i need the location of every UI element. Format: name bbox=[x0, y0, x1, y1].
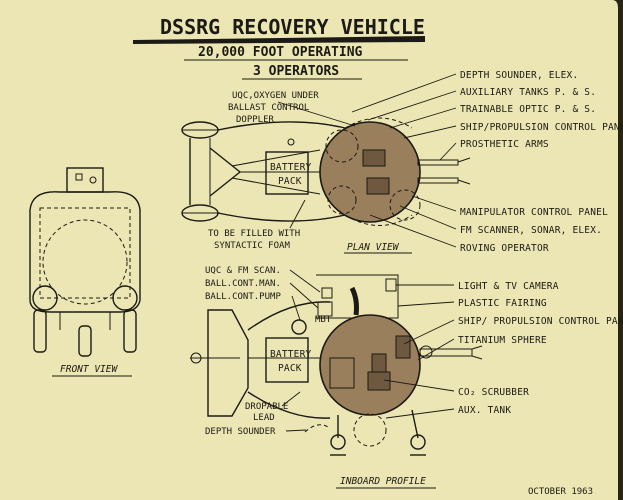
subtitle-operators: 3 OPERATORS bbox=[253, 64, 339, 79]
callout-light-tv-camera: LIGHT & TV CAMERA bbox=[458, 281, 559, 292]
plan-view-drawing bbox=[181, 117, 471, 226]
callout-fm-scanner: FM SCANNER, SONAR, ELEX. bbox=[460, 225, 602, 236]
plan-label-uqc: UQC,OXYGEN UNDER bbox=[232, 91, 319, 101]
front-view-drawing bbox=[29, 167, 141, 357]
plan-label-doppler: DOPPLER bbox=[236, 115, 275, 125]
callout-co2-scrubber: CO₂ SCRUBBER bbox=[458, 387, 529, 398]
callout-plastic-fairing: PLASTIC FAIRING bbox=[458, 298, 547, 309]
inboard-label-mbt: MBT bbox=[315, 315, 332, 325]
callout-roving-operator: ROVING OPERATOR bbox=[460, 243, 549, 254]
front-view-caption: FRONT VIEW bbox=[60, 364, 118, 375]
plan-fill-label-2: SYNTACTIC FOAM bbox=[214, 241, 290, 251]
callout-aux-tank: AUX. TANK bbox=[458, 405, 511, 416]
plan-fill-label-1: TO BE FILLED WITH bbox=[208, 229, 300, 239]
inboard-label-uqc-fm: UQC & FM SCAN. bbox=[205, 266, 281, 276]
callout-titanium-sphere: TITANIUM SPHERE bbox=[458, 335, 547, 346]
date-stamp: OCTOBER 1963 bbox=[528, 487, 593, 497]
plan-titanium-sphere bbox=[319, 121, 421, 223]
callout-trainable-optic: TRAINABLE OPTIC P. & S. bbox=[460, 104, 596, 115]
plan-battery-label-1: BATTERY bbox=[270, 162, 312, 173]
title: DSSRG RECOVERY VEHICLE bbox=[160, 15, 425, 39]
inboard-battery-label-1: BATTERY bbox=[270, 349, 312, 360]
callout-prosthetic-arms: PROSTHETIC ARMS bbox=[460, 139, 549, 150]
callout-auxiliary-tanks: AUXILIARY TANKS P. & S. bbox=[460, 87, 596, 98]
inboard-label-lead: LEAD bbox=[253, 413, 275, 423]
inboard-profile-drawing bbox=[190, 274, 483, 456]
inboard-label-ball-man: BALL.CONT.MAN. bbox=[205, 279, 281, 289]
inboard-callouts: LIGHT & TV CAMERA PLASTIC FAIRING SHIP/ … bbox=[383, 281, 623, 419]
callout-depth-sounder: DEPTH SOUNDER, ELEX. bbox=[460, 70, 578, 81]
subtitle-operating: 20,000 FOOT OPERATING bbox=[198, 45, 363, 60]
callout-manipulator-panel: MANIPULATOR CONTROL PANEL bbox=[460, 207, 608, 218]
title-underline bbox=[133, 36, 425, 44]
inboard-label-ball-pump: BALL.CONT.PUMP bbox=[205, 292, 281, 302]
inboard-battery-label-2: PACK bbox=[278, 363, 302, 374]
plan-label-ballast: BALLAST CONTROL bbox=[228, 103, 309, 113]
plan-callouts: DEPTH SOUNDER, ELEX. AUXILIARY TANKS P. … bbox=[351, 70, 623, 254]
inboard-label-depth-sounder: DEPTH SOUNDER bbox=[205, 427, 276, 437]
plan-view-caption: PLAN VIEW bbox=[347, 242, 400, 253]
callout-ship-propulsion-panel: SHIP/PROPULSION CONTROL PANEL bbox=[460, 122, 623, 133]
inboard-label-droppable: DROPABLE bbox=[245, 402, 288, 412]
inboard-titanium-sphere bbox=[319, 314, 421, 416]
inboard-profile-caption: INBOARD PROFILE bbox=[340, 476, 426, 487]
plan-battery-label-2: PACK bbox=[278, 176, 302, 187]
callout-ship-propulsion-pan: SHIP/ PROPULSION CONTROL PAN. bbox=[458, 316, 623, 327]
